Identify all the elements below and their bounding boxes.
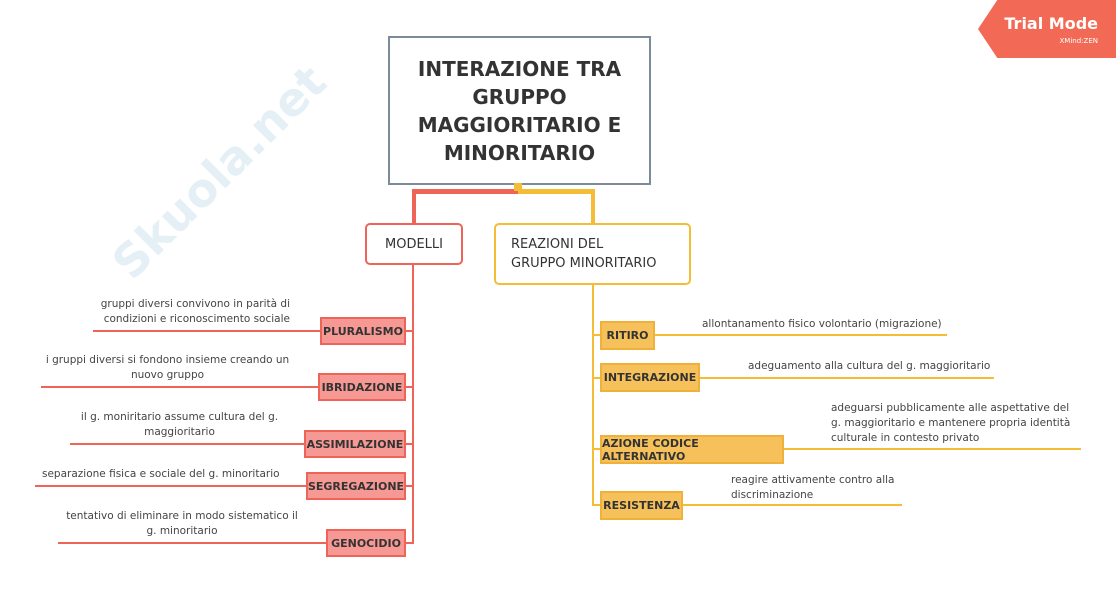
branch-line xyxy=(593,334,947,336)
description: adeguarsi pubblicamente alle aspettative… xyxy=(831,402,1071,444)
connector xyxy=(514,183,522,191)
description: allontanamento fisico volontario (migraz… xyxy=(702,318,942,330)
connector xyxy=(591,189,595,224)
branch-line xyxy=(593,504,902,506)
description: separazione fisica e sociale del g. mino… xyxy=(42,468,280,480)
subtopic-ritiro[interactable]: RITIRO xyxy=(600,321,655,350)
central-topic-label: INTERAZIONE TRA GRUPPO MAGGIORITARIO E M… xyxy=(417,56,622,165)
subtopic-pluralismo[interactable]: PLURALISMO xyxy=(320,317,406,345)
subtopic-resistenza[interactable]: RESISTENZA xyxy=(600,491,683,520)
branch-line xyxy=(412,263,414,544)
branch-line xyxy=(93,330,413,332)
subtopic-assimilazione[interactable]: ASSIMILAZIONE xyxy=(304,430,406,458)
branch-line xyxy=(593,448,1081,450)
branch-line xyxy=(70,443,413,445)
central-topic[interactable]: INTERAZIONE TRA GRUPPO MAGGIORITARIO E M… xyxy=(388,36,651,185)
trial-sub: XMind:ZEN xyxy=(1059,37,1098,45)
description: adeguamento alla cultura del g. maggiori… xyxy=(748,360,991,372)
branch-line xyxy=(58,542,413,544)
connector xyxy=(412,189,518,194)
description: il g. moniritario assume cultura del g. … xyxy=(80,411,279,438)
branch-line xyxy=(41,386,413,388)
branch-line xyxy=(592,283,594,506)
branch-line xyxy=(593,377,994,379)
subtopic-ibridazione[interactable]: IBRIDAZIONE xyxy=(318,373,406,401)
subtopic-segregazione[interactable]: SEGREGAZIONE xyxy=(306,472,406,500)
connector xyxy=(412,189,416,224)
description: reagire attivamente contro alla discrimi… xyxy=(731,474,895,501)
subtopic-integrazione[interactable]: INTEGRAZIONE xyxy=(600,363,700,392)
description: gruppi diversi convivono in parità di co… xyxy=(100,298,290,325)
trial-title: Trial Mode xyxy=(1004,14,1098,33)
branch-line xyxy=(35,485,413,487)
subtopic-azione-codice-alternativo[interactable]: AZIONE CODICE ALTERNATIVO xyxy=(600,435,784,464)
topic-modelli[interactable]: MODELLI xyxy=(365,223,463,265)
topic-label: MODELLI xyxy=(385,236,443,252)
topic-reazioni[interactable]: REAZIONI DEL GRUPPO MINORITARIO xyxy=(494,223,691,285)
trial-mode-badge[interactable]: Trial Mode XMind:ZEN xyxy=(978,0,1116,58)
subtopic-genocidio[interactable]: GENOCIDIO xyxy=(326,529,406,557)
watermark: Skuola.net xyxy=(101,54,337,290)
topic-label: REAZIONI DEL GRUPPO MINORITARIO xyxy=(511,237,657,271)
connector xyxy=(518,189,595,194)
description: i gruppi diversi si fondono insieme crea… xyxy=(45,354,290,381)
description: tentativo di eliminare in modo sistemati… xyxy=(66,510,298,537)
